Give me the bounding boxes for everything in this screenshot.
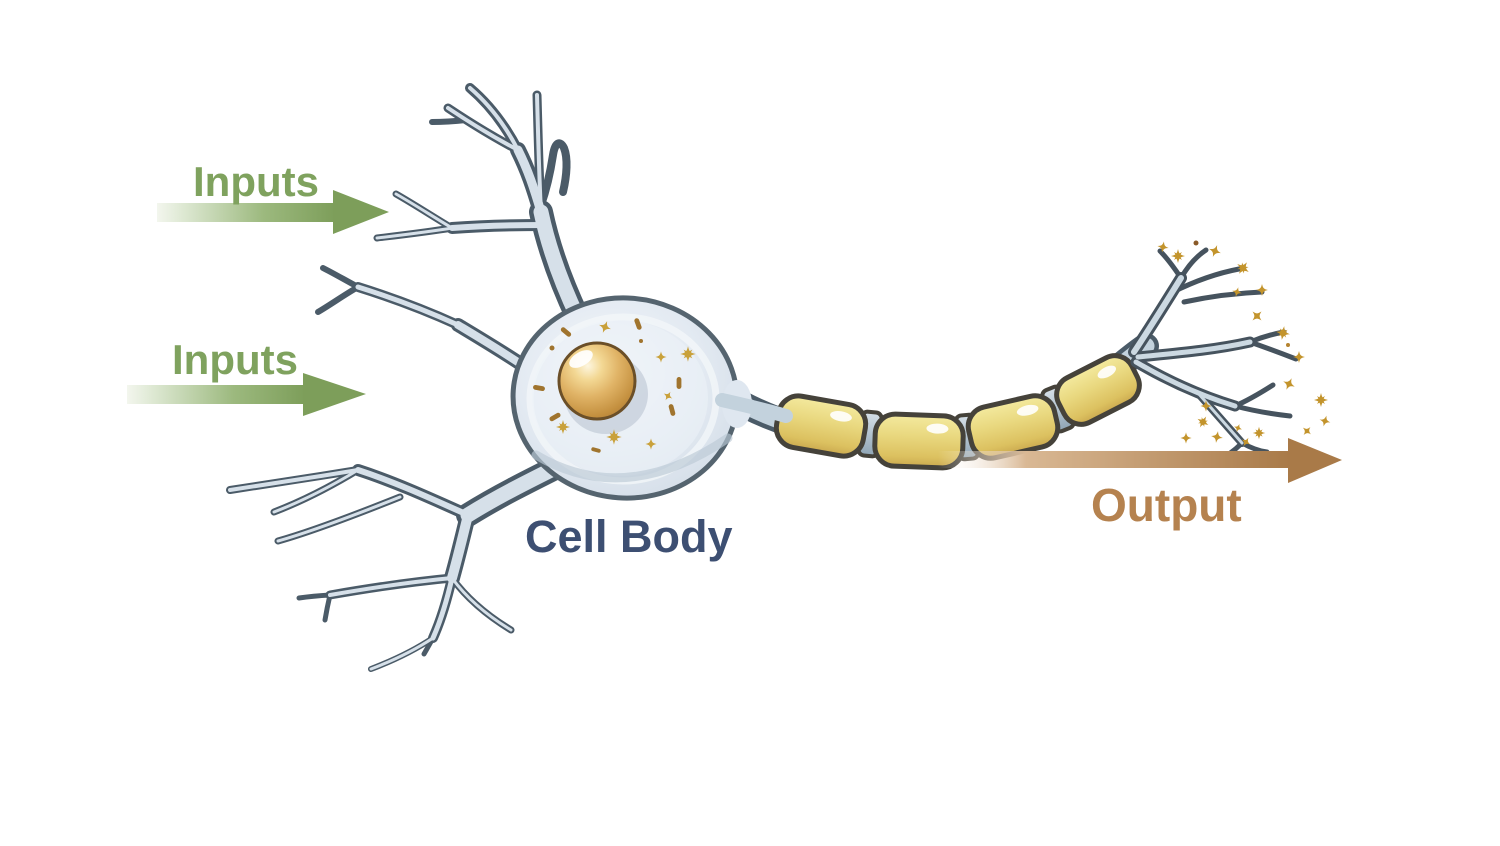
inputs-arrow-bottom-shaft	[127, 385, 305, 404]
inputs-arrow-bottom-head	[303, 373, 366, 416]
inputs-arrow-top-shaft	[157, 203, 335, 222]
inputs-label-top: Inputs	[193, 158, 319, 205]
nucleus	[557, 341, 648, 434]
nucleus-highlight	[569, 350, 593, 368]
cell-body	[510, 295, 793, 501]
neurotransmitter-sparkles	[1156, 240, 1332, 449]
inputs-annotation-top: Inputs	[157, 158, 389, 234]
nucleus-body	[557, 341, 637, 421]
cell-body-label: Cell Body	[525, 511, 733, 562]
inputs-label-bottom: Inputs	[172, 336, 298, 383]
output-arrow-head	[1288, 438, 1342, 483]
myelin-sheath	[773, 353, 1142, 471]
inputs-arrow-top-head	[333, 190, 389, 234]
axon-hillock-core	[715, 393, 793, 423]
output-arrow-shaft	[938, 451, 1290, 468]
inputs-annotation-bottom: Inputs	[127, 336, 366, 416]
myelin-segment	[1054, 353, 1142, 427]
soma-bottom-shade	[531, 433, 733, 483]
myelin-segment	[773, 393, 869, 459]
axon-terminals	[1134, 250, 1296, 462]
organelle-flecks	[532, 317, 682, 454]
output-label: Output	[1091, 479, 1242, 531]
output-annotation: Output	[938, 438, 1342, 531]
